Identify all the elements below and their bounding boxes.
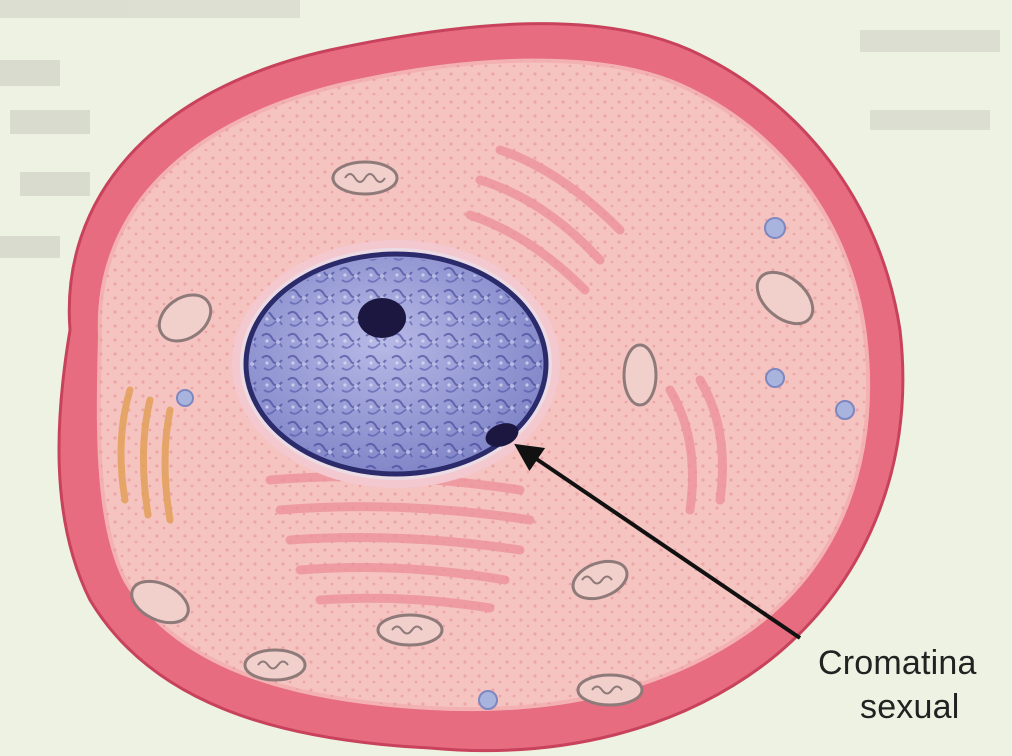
annotation-label-line-1: Cromatina: [818, 644, 977, 683]
nucleolus: [358, 298, 406, 338]
annotation-label-line-2: sexual: [860, 688, 959, 727]
